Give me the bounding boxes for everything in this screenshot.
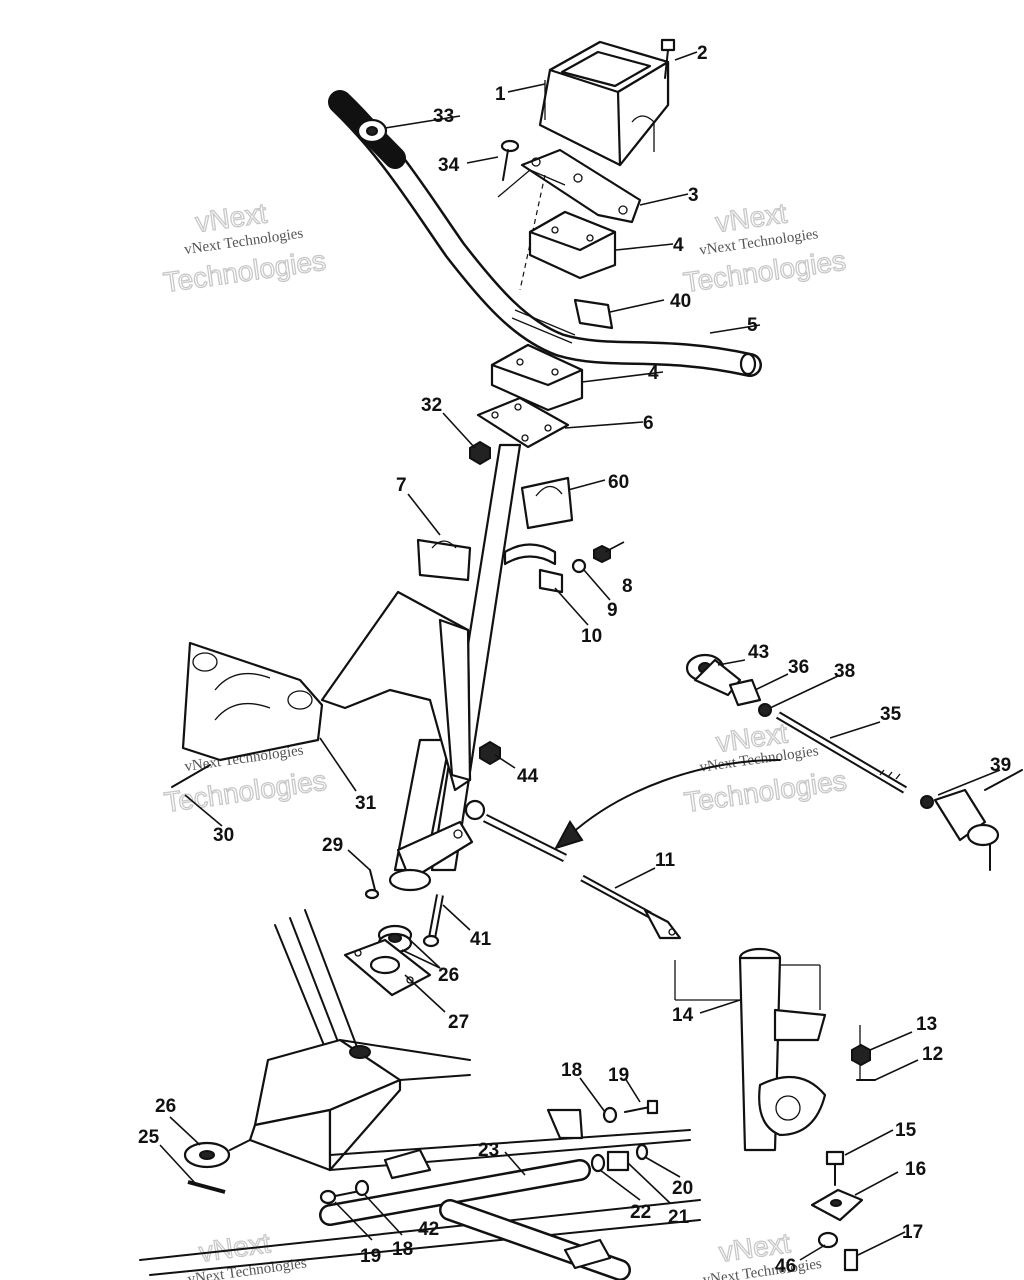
callout-23: 23: [478, 1140, 499, 1161]
column-bolt: [422, 894, 444, 948]
callout-25: 25: [138, 1127, 160, 1148]
plate-16: [810, 1188, 864, 1222]
callout-1: 1: [495, 84, 506, 105]
arm-bolt-upper: [602, 1099, 659, 1124]
callout-10: 10: [581, 626, 602, 647]
tie-rod-35: [775, 711, 908, 794]
callout-8: 8: [622, 576, 633, 597]
callout-13: 13: [916, 1014, 937, 1035]
shield-screw: [171, 764, 211, 788]
rod-end-39: [920, 769, 1023, 871]
callout-15: 15: [895, 1120, 917, 1141]
callout-7: 7: [396, 475, 407, 496]
callout-9: 9: [607, 600, 618, 621]
callout-29: 29: [322, 835, 343, 856]
jam-nut-36: [728, 678, 762, 707]
plate-bolt: [497, 139, 566, 198]
column-base-plate: [343, 938, 432, 997]
leader-lines: [159, 51, 1001, 1261]
callout-21: 21: [668, 1207, 690, 1228]
callout-27: 27: [448, 1012, 469, 1033]
callout-35: 35: [880, 704, 902, 725]
assembly-arrow: [553, 759, 781, 850]
knurled-band: [511, 309, 576, 344]
arm-bushing-21-22: [590, 1143, 649, 1173]
lower-washer: [183, 1141, 231, 1169]
watermark-bottom-left: vNext vNext Technologies: [187, 1227, 308, 1280]
callout-36: 36: [788, 657, 809, 678]
watermark-bottom-right: vNext vNext Technologies: [702, 1227, 823, 1280]
clamp-block-lower: [490, 343, 584, 412]
callout-12: 12: [922, 1044, 943, 1065]
clamp-washer: [571, 558, 587, 574]
cap-46: [817, 1231, 839, 1249]
callout-40: 40: [670, 291, 691, 312]
callout-20: 20: [672, 1178, 693, 1199]
handlebar-tape: [573, 298, 614, 330]
watermark-top-left: vNext Technologies vNext Technologies: [161, 197, 328, 299]
arm-nut: [479, 740, 501, 766]
steering-frame-bracket: [320, 590, 472, 792]
callout-4-lower: 4: [648, 363, 659, 384]
stem-plate: [476, 396, 570, 449]
a-arm: [319, 1108, 631, 1280]
handlebar: [328, 90, 762, 377]
callout-19-upper: 19: [608, 1065, 629, 1086]
callout-60: 60: [608, 472, 629, 493]
column-clamp: [503, 543, 564, 594]
tie-rod-right: [580, 874, 682, 940]
watermark-top-right: vNext Technologies vNext Technologies: [681, 197, 848, 299]
callout-19-lower: 19: [360, 1246, 381, 1267]
arm-bolt-lower: [319, 1179, 370, 1205]
callout-46: 46: [775, 1256, 796, 1277]
clamp-block-upper: [528, 210, 617, 280]
callout-33: 33: [433, 106, 454, 127]
callout-43: 43: [748, 642, 769, 663]
callout-30: 30: [213, 825, 234, 846]
watermark-mid-right: vNext Technologies vNext Technologies: [682, 717, 849, 819]
lower-frame: [139, 909, 701, 1276]
steering-spindle: [674, 947, 861, 1152]
callout-18-lower: 18: [392, 1239, 413, 1260]
callout-44: 44: [517, 766, 539, 787]
callout-39: 39: [990, 755, 1011, 776]
callout-34: 34: [438, 155, 460, 176]
callout-3: 3: [688, 185, 699, 206]
callout-14: 14: [672, 1005, 694, 1026]
callout-18-upper: 18: [561, 1060, 582, 1081]
cotter-pin: [364, 869, 380, 900]
callout-42: 42: [418, 1219, 439, 1240]
bushing-right: [520, 476, 574, 530]
callout-17: 17: [902, 1222, 923, 1243]
jam-nut-38: [758, 703, 772, 717]
clamp-nut: [593, 544, 611, 564]
callout-38: 38: [834, 661, 855, 682]
callout-labels: 1 2 3 4 4 5 6 7 8 9 10 11 12 13 14 15 16…: [138, 43, 1011, 1277]
handlebar-shield: [181, 641, 324, 762]
lower-pin: [187, 1180, 226, 1194]
callout-26-lower: 26: [155, 1096, 176, 1117]
handlebar-pad: [538, 40, 670, 167]
pad-bolt: [660, 38, 676, 79]
callout-32: 32: [421, 395, 442, 416]
callout-4-upper: 4: [673, 235, 684, 256]
steering-arm: [388, 820, 474, 892]
callout-16: 16: [905, 1159, 926, 1180]
callout-22: 22: [630, 1202, 651, 1223]
rod-end-43: [685, 653, 742, 697]
callout-41: 41: [470, 929, 492, 950]
callout-31: 31: [355, 793, 377, 814]
bushing-left: [416, 538, 472, 582]
callout-5: 5: [747, 315, 758, 336]
callout-6: 6: [643, 413, 654, 434]
bolt-15: [825, 1150, 845, 1186]
callout-11: 11: [655, 850, 676, 871]
callout-2: 2: [697, 43, 708, 64]
tie-rod-left: [464, 799, 568, 863]
spindle-nut: [851, 1043, 871, 1067]
callout-26-upper: 26: [438, 965, 459, 986]
grease-fitting-17: [843, 1248, 859, 1272]
